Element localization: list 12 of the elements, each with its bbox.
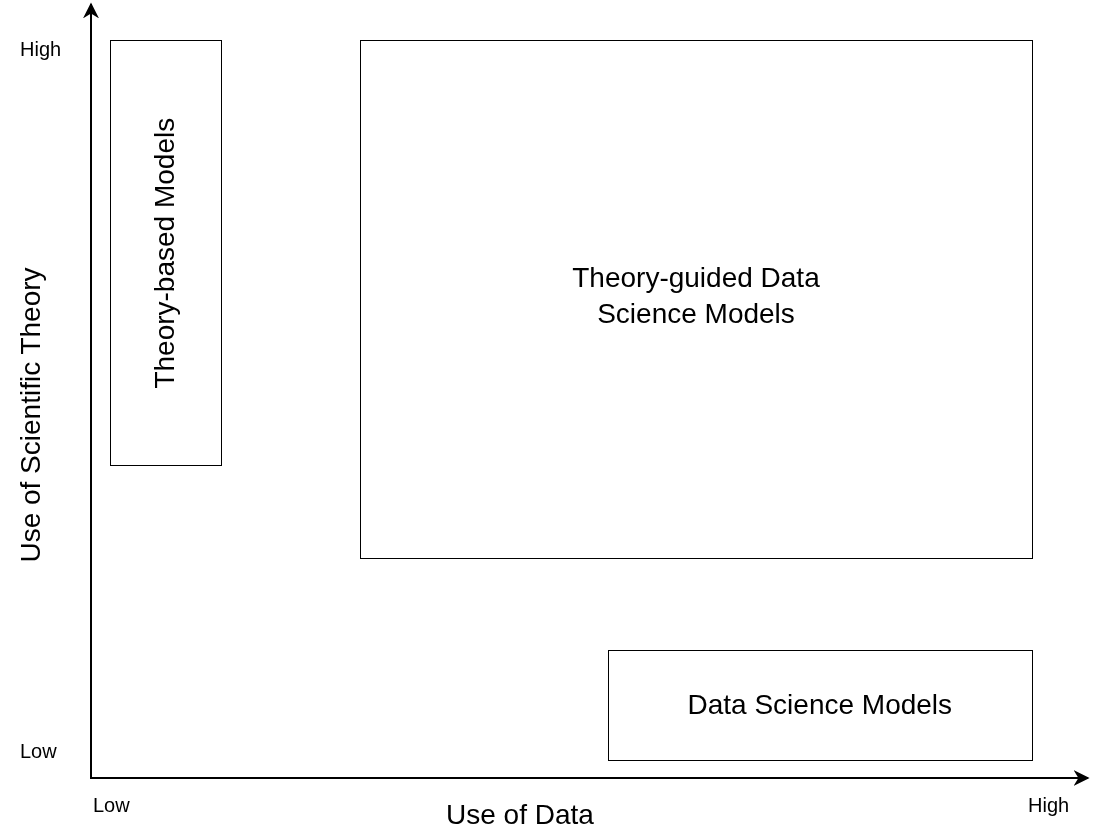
axis-tick-label: Low — [20, 740, 57, 763]
axis-tick-label: High — [1028, 794, 1070, 817]
model-box — [360, 40, 1033, 559]
axis-title: Use of Data — [446, 799, 594, 831]
model-box — [110, 40, 222, 466]
axis-tick-label: High — [20, 38, 62, 61]
box-label: Theory-based Models — [148, 117, 182, 389]
model-box — [608, 650, 1033, 761]
box-label: Data Science Models — [687, 688, 953, 722]
axis-tick-label: Low — [93, 794, 130, 817]
axis-title: Use of Scientific Theory — [14, 267, 47, 563]
box-label: Theory-guided Data Science Models — [571, 260, 821, 331]
